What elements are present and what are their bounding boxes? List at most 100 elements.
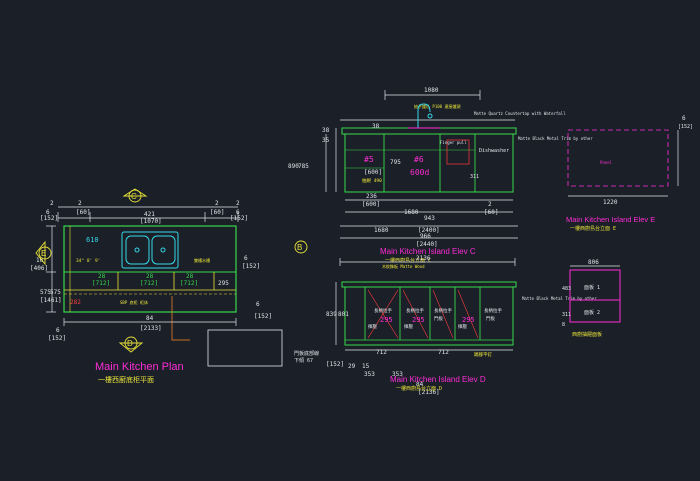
elev-d-dim-bottom-5: 84 [416,381,424,388]
elev-d-door-l: 門板 [434,315,443,322]
plan-dim-left-5: 575 [50,289,61,296]
plan-dim-right-1: 6 [244,255,248,262]
elev-d-152: [152] [326,361,344,368]
elev-d-dim-bottom-6: [2136] [418,389,440,396]
side-panel-caption: 西廚抽屜面板 [572,331,602,338]
elev-d-left-note-1: 門板底部線 [294,350,319,357]
plan-dim-right-2: [152] [242,263,260,270]
elev-c-note2: Matte Quartz Countertop with Waterfall [474,111,566,116]
elev-d-295-b: 295 [412,316,425,324]
plan-dim-bottom-4: [152] [48,335,66,342]
faucet-icon [408,103,440,129]
plan-d28-b: 28 [146,273,154,280]
elev-d-note-top: 木紋飾板 Matte Wood [382,263,425,269]
elev-d-push-3: 揮壓 [458,323,467,330]
elev-d-door-2: 長柄拉手 [406,307,424,314]
elev-d-door-1: 長柄拉手 [374,307,392,314]
elevation-d: 2136 木紋飾板 Matte Wood Matte Black Metal T… [294,255,597,396]
section-marker-b[interactable]: B [294,240,308,254]
elev-c-dim-bottom-2: [600] [362,201,380,208]
elev-c-dim-bottom-6: 2 [488,201,492,208]
elev-d-door-4: 長柄拉手 [484,307,502,314]
elev-d-295-a: 295 [380,316,393,324]
section-marker-c[interactable]: C [122,188,148,203]
plan-dim-bottom-3: 6 [56,327,60,334]
elev-d-left-note-2: 下傾 67 [294,357,313,364]
elev-d-cabinet [344,286,514,346]
elev-c-cabinet [344,133,514,193]
elev-d-door-3: 長柄拉手 [434,307,452,314]
plan-dim-bottom-1: 84 [146,315,154,322]
elev-c-dim-left-2: 890 [288,163,299,170]
elev-c-dim-bottom-10: [2440] [416,241,438,248]
plan-dim-bottom-2: [2133] [140,325,162,332]
plan-dim-top-2: [60] [76,209,90,216]
side-panel-row-2: 面板 2 [584,309,600,316]
elev-c-finger-pull: Finger pull [440,140,467,145]
plan-dim-top-5: 2 [215,200,219,207]
elev-c-label-c5a: #5 [364,155,374,164]
elev-c-dim-bottom-1: 236 [366,193,377,200]
drawer-panel-detail: 806 面板 1 面板 2 483 311 8 西廚抽屜面板 [562,259,621,338]
plan-dim-top-10: [152] [40,215,58,222]
plan-dim-top-1: 2 [78,200,82,207]
plan-dim-left-3: 575 [40,289,51,296]
elev-d-dim-bottom-3: 353 [364,371,375,378]
elev-c-label-c5c: 抽屜 490 [362,177,382,184]
side-panel-dim-left-3: 8 [562,322,565,328]
elev-d-dim-bottom-1: 29 [348,363,356,370]
plan-dim-top-4: [1070] [140,218,162,225]
elev-c-dim-bottom-8: 1680 [374,227,389,234]
plan-blank-box [207,329,283,367]
elev-c-dim-left-3: 35 [322,137,330,144]
elevation-c: 1080 抽手爐灶 P100 連接爐頭 Matte Quartz Counter… [288,87,593,264]
plan-d28-a: 28 [98,273,106,280]
elev-e-title: Main Kitchen Island Elev E [566,215,655,224]
elev-c-top-dim: 1080 [424,87,439,94]
plan-dim-left-4: [1461] [40,297,62,304]
elev-d-839: 839 [326,311,337,318]
elev-d-subtitle: 一樓西廚島台立面 D [396,385,442,392]
elev-d-801: 801 [338,311,349,318]
section-marker-d[interactable]: D [118,336,144,353]
elev-d-push-1: 揮壓 [368,323,377,330]
elev-e-dim-1: 1220 [603,199,618,206]
elev-d-top-dim: 2136 [416,255,431,262]
elev-c-dim-bottom-3: 1680 [404,209,419,216]
elev-c-countertop [341,127,517,135]
elev-c-ann311: 311 [470,174,479,180]
plan-top-dimensions [57,206,239,222]
elev-e-dim-3: [152] [678,124,693,130]
plan-d282: 282 [70,299,81,306]
plan-sink-material: 雙槽水槽 [194,257,210,263]
elev-c-title: Main Kitchen Island Elev C [380,247,476,256]
plan-dim-top-3: 421 [144,211,155,218]
plan-subtitle: 一樓西廚底柜平面 [98,375,154,384]
elev-c-label-795: 795 [390,159,401,166]
elev-c-note3: Matte Black Metal Trim by other [518,136,593,141]
plan-dim-top-12: [152] [230,215,248,222]
svg-text:B: B [297,243,302,252]
elev-c-label-c5b: [600] [364,169,382,176]
elev-c-label-c6a: #6 [414,155,424,164]
elev-c-ann38: 38 [372,123,380,130]
elev-d-712-a: 712 [376,349,387,356]
elev-c-subtitle: 一樓西廚島台立面 C [385,257,431,264]
elevation-e: Panel 1220 6 [152] Main Kitchen Island E… [566,115,693,232]
double-sink-icon [121,231,179,269]
elev-d-countertop [341,281,517,288]
plan-cabinet-outline [63,225,237,313]
plan-d28-c: 28 [186,273,194,280]
elev-e-dim-2: 6 [682,115,686,122]
elev-c-dim-bottom-4: 943 [424,215,435,222]
plan-dim-right-4: [152] [254,313,272,320]
section-d-label: D [127,339,133,348]
elev-c-label-c6b: 600d [410,168,429,177]
elev-d-title: Main Kitchen Island Elev D [390,375,486,384]
section-marker-e[interactable]: E [35,240,52,266]
elev-e-subtitle: 一樓西廚島台立面 E [570,225,616,232]
elev-e-inner: Panel [600,160,613,165]
elev-d-door-r: 門板 [486,315,495,322]
